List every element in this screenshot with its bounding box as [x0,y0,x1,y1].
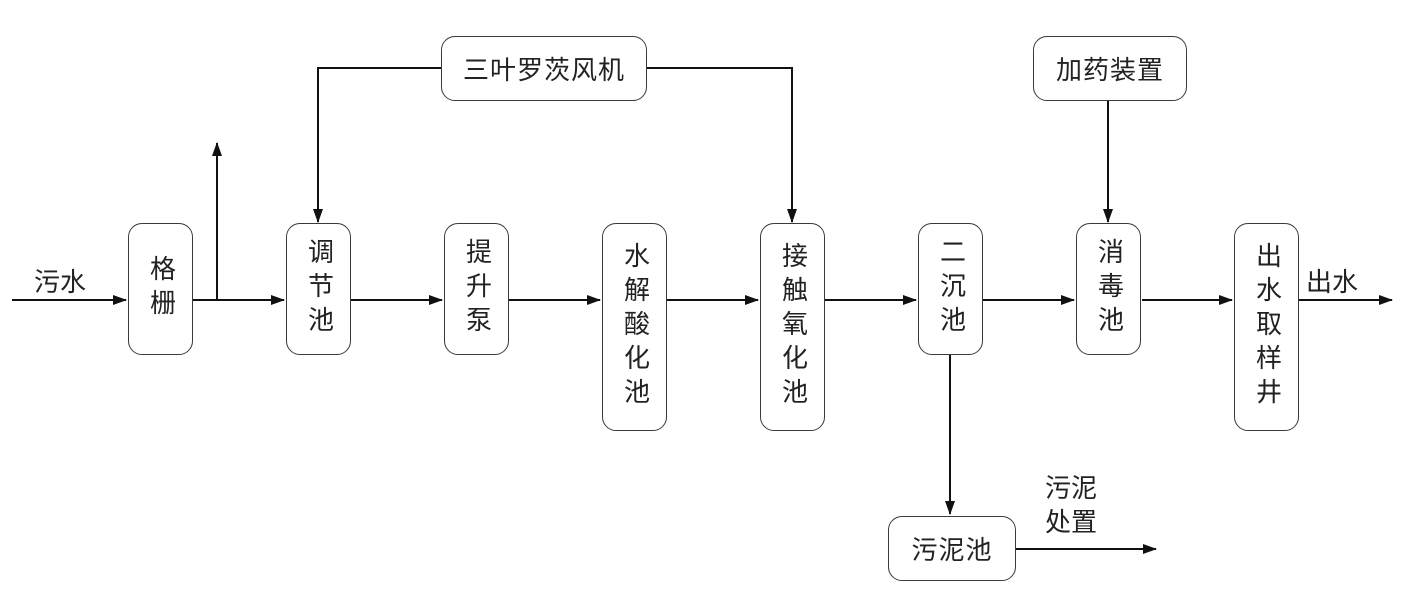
grille-label: 格栅 [145,255,176,323]
outlet-sampling-well-label: 出水取样井 [1251,242,1282,412]
dosing-device-label: 加药装置 [1055,56,1164,86]
sludge-disposal-label: 污泥 处置 [1045,472,1097,540]
roots-blower-node: 三叶罗茨风机 [441,36,647,101]
outlet-sampling-well-node: 出水取样井 [1234,223,1299,431]
inlet-label: 污水 [34,268,87,298]
lift-pump-label: 提升泵 [461,238,492,340]
sludge-tank-node: 污泥池 [888,516,1016,581]
sludge-disposal-line1: 污泥 [1045,474,1098,504]
sludge-tank-label: 污泥池 [911,536,993,566]
sludge-disposal-line2: 处置 [1045,508,1098,538]
lift-pump-node: 提升泵 [444,223,509,355]
outlet-label: 出水 [1306,268,1359,298]
secondary-clarifier-label: 二沉池 [935,238,966,340]
secondary-clarifier-node: 二沉池 [918,223,983,355]
hydrolysis-tank-label: 水解酸化池 [619,242,650,412]
regulating-tank-label: 调节池 [303,238,334,340]
disinfection-tank-label: 消毒池 [1093,238,1124,340]
regulating-tank-node: 调节池 [286,223,351,355]
disinfection-tank-node: 消毒池 [1076,223,1141,355]
hydrolysis-tank-node: 水解酸化池 [602,223,667,431]
contact-oxidation-tank-label: 接触氧化池 [777,242,808,412]
blower-to-regulating-arrow [313,67,441,223]
blower-to-oxidation-arrow [647,67,797,223]
contact-oxidation-tank-node: 接触氧化池 [760,223,825,431]
dosing-device-node: 加药装置 [1033,36,1187,101]
grille-node: 格栅 [128,223,193,355]
roots-blower-label: 三叶罗茨风机 [462,56,625,86]
